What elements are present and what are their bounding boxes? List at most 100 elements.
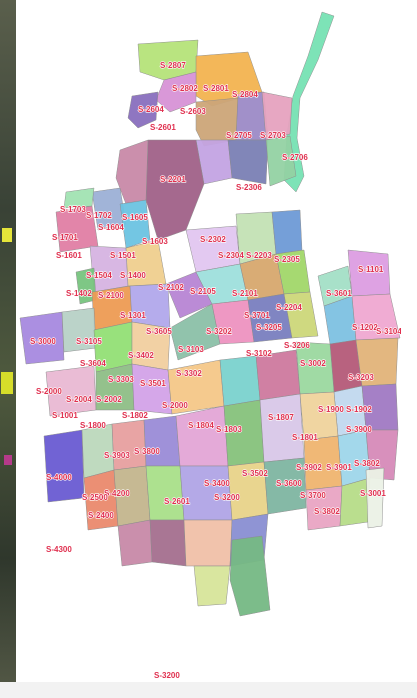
sector-label: S-3402 xyxy=(128,351,154,360)
map-parcel[interactable] xyxy=(143,415,181,467)
map-parcel[interactable] xyxy=(183,519,233,567)
sector-label: S-1603 xyxy=(142,237,168,246)
sector-label: S-3103 xyxy=(178,345,204,354)
sector-label: S-2004 xyxy=(66,395,92,404)
sector-label: S-2807 xyxy=(160,61,186,70)
map-parcel[interactable] xyxy=(283,291,319,339)
map-parcel[interactable] xyxy=(339,477,371,527)
map-parcel[interactable] xyxy=(175,405,229,467)
sector-label: S-1400 xyxy=(120,271,146,280)
map-parcel[interactable] xyxy=(219,355,261,407)
imagery-edge-strip xyxy=(0,0,16,698)
sector-label: S-3900 xyxy=(346,425,372,434)
sector-label: S-1702 xyxy=(86,211,112,220)
sector-label: S-3700 xyxy=(300,491,326,500)
imagery-highlight xyxy=(4,455,12,465)
sector-label: S-1101 xyxy=(358,265,384,274)
sector-label: S-1402 xyxy=(66,289,92,298)
sector-label: S-2101 xyxy=(232,289,258,298)
map-parcel[interactable] xyxy=(265,135,297,187)
map-parcel[interactable] xyxy=(259,393,305,463)
sector-label: S-2703 xyxy=(260,131,286,140)
sector-label: S-2102 xyxy=(158,283,184,292)
sector-label: S-3501 xyxy=(140,379,166,388)
sector-label: S-1902 xyxy=(346,405,372,414)
sector-label: S-2203 xyxy=(246,251,272,260)
sector-label: S-3001 xyxy=(360,489,386,498)
sector-label: S-1807 xyxy=(268,413,294,422)
sector-label: S-1801 xyxy=(292,433,318,442)
sector-label: S-3802 xyxy=(314,507,340,516)
map-parcel[interactable] xyxy=(193,565,231,607)
map-parcel[interactable] xyxy=(149,519,187,567)
sector-label: S-1900 xyxy=(318,405,344,414)
map-parcel[interactable] xyxy=(119,199,151,249)
sector-label: S-3400 xyxy=(204,479,230,488)
sector-label: S-1601 xyxy=(56,251,82,260)
map-parcel[interactable] xyxy=(63,187,95,209)
map-parcel[interactable] xyxy=(111,419,147,471)
sector-label: S-1501 xyxy=(110,251,136,260)
sector-label: S-2500 xyxy=(82,493,108,502)
map-parcel[interactable] xyxy=(365,429,399,481)
sector-label: S-1504 xyxy=(86,271,112,280)
sector-label: S-3902 xyxy=(296,463,322,472)
sector-label: S-2705 xyxy=(226,131,252,140)
sector-label: S-2400 xyxy=(88,511,114,520)
imagery-highlight xyxy=(2,228,12,242)
sector-label: S-1605 xyxy=(122,213,148,222)
sector-label: S-2305 xyxy=(274,255,300,264)
map-parcel[interactable] xyxy=(55,205,99,253)
sector-label: S-2802 xyxy=(172,84,198,93)
map-parcel[interactable] xyxy=(185,225,241,273)
imagery-highlight xyxy=(1,372,13,394)
map-parcel[interactable] xyxy=(365,467,385,529)
sector-label: S-1802 xyxy=(122,411,148,420)
sector-label: S-2603 xyxy=(180,107,206,116)
sector-label: S-3206 xyxy=(284,341,310,350)
sector-label: S-4300 xyxy=(46,545,72,554)
sector-label: S-3903 xyxy=(104,451,130,460)
sector-label: S-2000 xyxy=(36,387,62,396)
map-parcel[interactable] xyxy=(227,139,269,185)
sector-label: S-1301 xyxy=(120,311,146,320)
sector-label: S-3604 xyxy=(80,359,106,368)
sector-label: S-2604 xyxy=(138,105,164,114)
sector-label: S-3901 xyxy=(326,463,352,472)
map-parcel[interactable] xyxy=(145,465,185,521)
sector-label: S-3302 xyxy=(176,369,202,378)
right-margin xyxy=(401,0,417,698)
sector-label: S-2302 xyxy=(200,235,226,244)
map-parcel[interactable] xyxy=(127,91,159,129)
map-parcel[interactable] xyxy=(19,311,65,365)
map-parcel[interactable] xyxy=(263,457,307,515)
sector-label: S-1701 xyxy=(52,233,78,242)
sector-label: S-3104 xyxy=(376,327,402,336)
sector-label: S-3605 xyxy=(146,327,172,336)
sector-label: S-3200 xyxy=(154,671,180,680)
map-parcel[interactable] xyxy=(351,293,401,341)
sector-label: S-2801 xyxy=(203,84,229,93)
sector-label: S-2204 xyxy=(276,303,302,312)
sector-label: S-3800 xyxy=(134,447,160,456)
sector-label: S-1202 xyxy=(352,323,378,332)
map-parcel[interactable] xyxy=(337,429,371,487)
sector-label: S-2100 xyxy=(98,291,124,300)
map-parcel[interactable] xyxy=(271,209,303,255)
map-parcel[interactable] xyxy=(117,519,153,567)
map-parcel[interactable] xyxy=(145,139,205,241)
sector-label: S-3202 xyxy=(206,327,232,336)
sector-label: S-3502 xyxy=(242,469,268,478)
sector-label: S-1803 xyxy=(216,425,242,434)
sector-label: S-3701 xyxy=(244,311,270,320)
map-parcel[interactable] xyxy=(43,429,85,503)
map-parcel[interactable] xyxy=(261,91,293,141)
map-parcel[interactable] xyxy=(229,535,271,617)
sector-label: S-3002 xyxy=(300,359,326,368)
sector-label: S-2201 xyxy=(160,175,186,184)
sector-label: S-1604 xyxy=(98,223,124,232)
sector-label: S-4200 xyxy=(104,489,130,498)
sector-label: S-1703 xyxy=(60,205,86,214)
sector-label: S-1800 xyxy=(80,421,106,430)
